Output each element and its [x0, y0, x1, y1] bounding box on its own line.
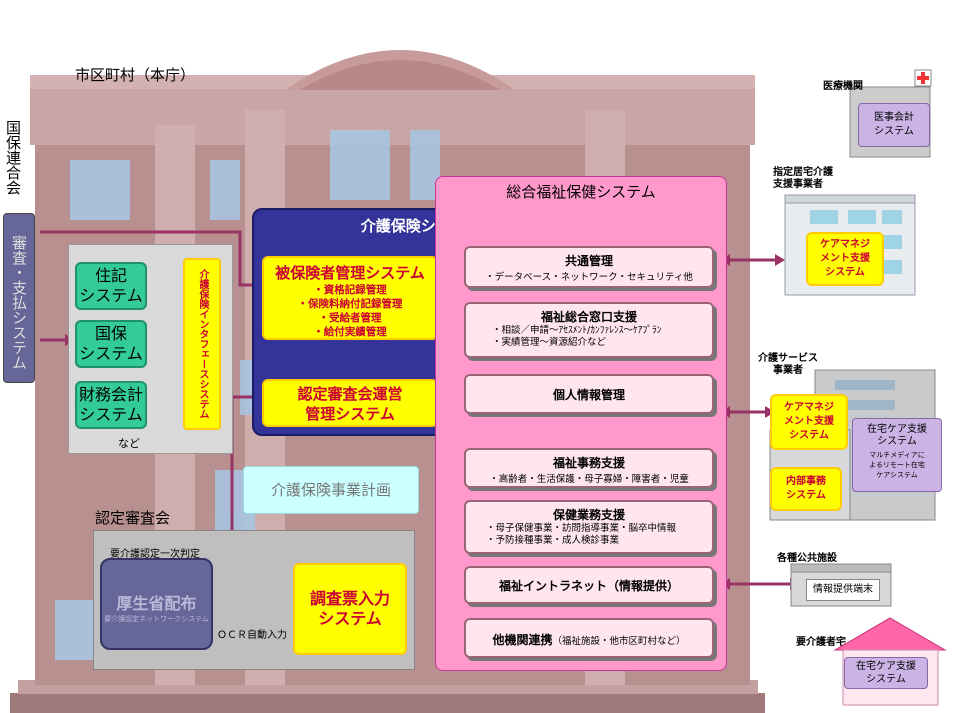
nintei-shinsakai-label: 認定審査会 [95, 509, 171, 527]
kouseisho-haifu-title: 厚生省配布 [116, 594, 197, 613]
hihokensha-item: ・給付実績管理 [313, 326, 387, 338]
box-title: 個人情報管理 [552, 388, 625, 402]
city-hall-label: 市区町村（本庁） [75, 66, 196, 84]
hihokensha-item: ・保険料納付記録管理 [297, 298, 403, 310]
kyotsu-kanri-box[interactable]: 共通管理 ・データベース・ネットワーク・セキュリティ他 [464, 246, 714, 288]
kokuho-rengokai-label: 国保連合会 [4, 120, 22, 195]
takikan-renkei-box[interactable]: 他機関連携（福祉施設・他市区町村など） [464, 618, 714, 658]
box-title: 他機関連携 [492, 633, 553, 647]
kouseisho-haifu-sub: 要介護認定ネットワークシステム [104, 615, 209, 623]
shitei-kyotaku-label: 指定居宅介護 支援事業者 [773, 167, 833, 190]
sogo-fukushi-title: 総合福祉保健システム [506, 183, 656, 201]
shinsa-shiharai-system: 審査・支払システム [3, 213, 35, 383]
iji-kaikei-system[interactable]: 医事会計 システム [858, 103, 930, 147]
zaitaku-care-sub: マルチメディアに よるリモート在宅 ケアシステム [869, 451, 925, 479]
hihokensha-item: ・受給者管理 [318, 312, 382, 324]
interface-system[interactable]: 介護保険インタフェースシステム [183, 258, 221, 430]
jigyo-keikaku-box[interactable]: 介護保険事業計画 [243, 466, 419, 514]
fukushi-jimu-box[interactable]: 福祉事務支援 ・高齢者・生活保護・母子寡婦・障害者・児童 [464, 448, 714, 488]
zaitaku-care-system-2[interactable]: 在宅ケア支援 システム [844, 657, 928, 689]
zaitaku-care-title: 在宅ケア支援 システム [867, 424, 927, 447]
kaigo-service-label: 介護サービス 事業者 [758, 353, 818, 376]
box-sub: （福祉施設・他市区町村など） [552, 636, 686, 647]
intranet-box[interactable]: 福祉イントラネット（情報提供） [464, 566, 714, 604]
yokaigosha-taku-label: 要介護者宅 [796, 637, 846, 648]
hoken-gyomu-box[interactable]: 保健業務支援 ・母子保健事業・訪問指導事業・脳卒中情報 ・予防接種事業・成人検診… [464, 500, 714, 554]
kojin-joho-box[interactable]: 個人情報管理 [464, 374, 714, 414]
box-title: 保健業務支援 [552, 508, 625, 522]
box-sub: ・高齢者・生活保護・母子寡婦・障害者・児童 [489, 474, 689, 485]
caremanage-system-1[interactable]: ケアマネジ メント支援 システム [806, 232, 884, 286]
box-sub: ・データベース・ネットワーク・セキュリティ他 [485, 272, 693, 283]
juki-system[interactable]: 住記 システム [75, 262, 147, 310]
hihokensha-title: 被保険者管理システム [275, 264, 425, 282]
ocr-label: ＯＣＲ自動入力 [217, 630, 287, 641]
box-title: 福祉総合窓口支援 [540, 310, 637, 324]
caremanage-system-2[interactable]: ケアマネジ メント支援 システム [770, 394, 848, 450]
box-title: 福祉事務支援 [552, 456, 625, 470]
chosahyo-system[interactable]: 調査票入力 システム [293, 563, 407, 655]
joho-teikyo-terminal[interactable]: 情報提供端末 [806, 579, 880, 601]
kouseisho-haifu-system[interactable]: 厚生省配布 要介護認定ネットワークシステム [100, 558, 213, 650]
nintei-unei-system[interactable]: 認定審査会運営 管理システム [262, 379, 438, 427]
box-title: 福祉イントラネット（情報提供） [498, 579, 679, 593]
iryo-kikan-label: 医療機関 [823, 81, 863, 92]
zaimu-kaikei-system[interactable]: 財務会計 システム [75, 381, 147, 429]
hihokensha-system[interactable]: 被保険者管理システム ・資格記録管理 ・保険料納付記録管理 ・受給者管理 ・給付… [262, 256, 438, 340]
hihokensha-item: ・資格記録管理 [313, 284, 387, 296]
nado-label: など [118, 437, 140, 450]
box-sub: ・相談／申請～ｱｾｽﾒﾝﾄ/ｶﾝﾌｧﾚﾝｽ～ｹｱﾌﾟﾗﾝ ・実績管理～資源紹介な… [492, 325, 662, 348]
box-sub: ・母子保健事業・訪問指導事業・脳卒中情報 ・予防接種事業・成人検診事業 [486, 523, 677, 546]
box-title: 共通管理 [564, 254, 613, 268]
yokaigo-ichiji-label: 要介護認定一次判定 [110, 549, 200, 560]
madoguchi-box[interactable]: 福祉総合窓口支援 ・相談／申請～ｱｾｽﾒﾝﾄ/ｶﾝﾌｧﾚﾝｽ～ｹｱﾌﾟﾗﾝ ・実… [464, 302, 714, 358]
kokuho-system[interactable]: 国保 システム [75, 320, 147, 368]
zaitaku-care-system[interactable]: 在宅ケア支援 システム マルチメディアに よるリモート在宅 ケアシステム [852, 418, 942, 492]
naibu-jimu-system[interactable]: 内部事務 システム [770, 467, 842, 511]
kakushu-kokyo-label: 各種公共施設 [777, 553, 837, 564]
